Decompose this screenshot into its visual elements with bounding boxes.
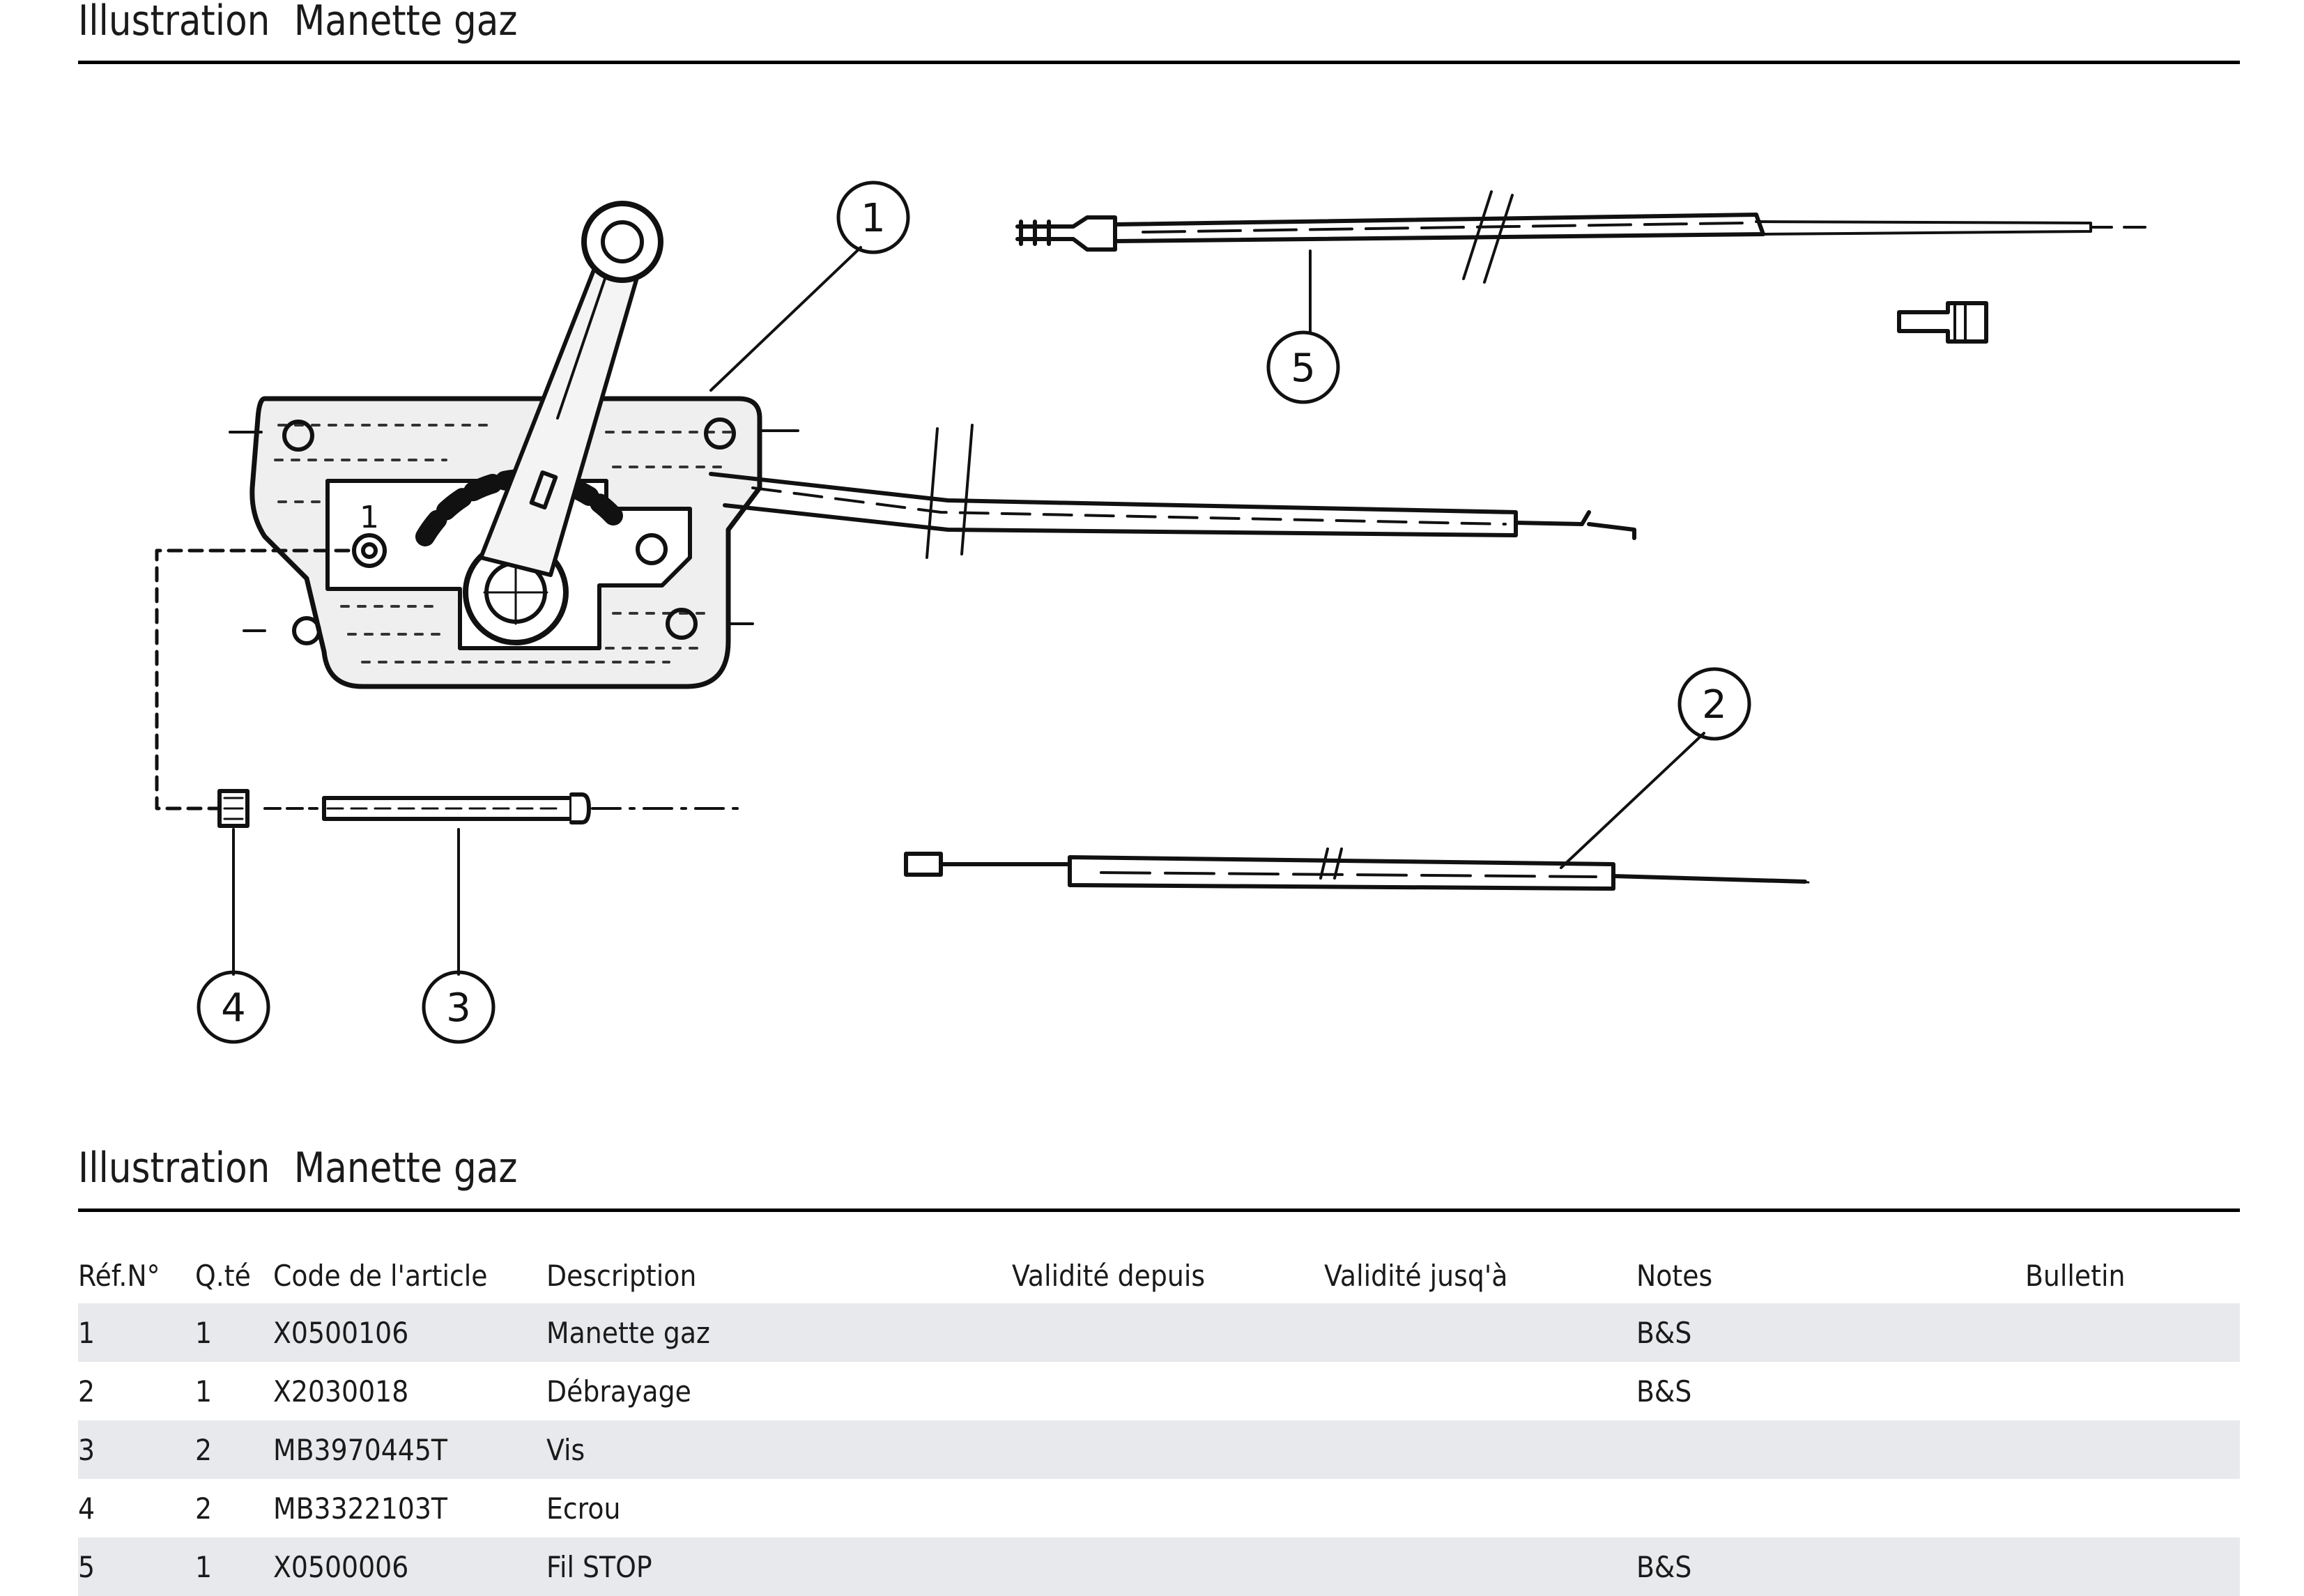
cell-valid-from bbox=[1012, 1362, 1324, 1420]
parts-list-title: Illustration Manette gaz bbox=[78, 1147, 517, 1189]
col-code: Code de l'article bbox=[273, 1258, 488, 1293]
cell-code: X0500006 bbox=[273, 1549, 409, 1584]
cell-qty: 1 bbox=[195, 1374, 213, 1409]
cell-qty: 2 bbox=[195, 1491, 213, 1526]
cell-valid-from bbox=[1012, 1479, 1324, 1537]
cell-valid-to bbox=[1324, 1537, 1636, 1596]
col-qty: Q.té bbox=[195, 1258, 251, 1293]
title-part-name: Manette gaz bbox=[293, 0, 518, 45]
cell-ref: 4 bbox=[78, 1491, 95, 1526]
parts-table: Réf.N° Q.té Code de l'article Descriptio… bbox=[78, 1248, 2240, 1596]
title-divider bbox=[78, 61, 2240, 64]
cell-qty: 1 bbox=[195, 1315, 213, 1350]
cell-bulletin bbox=[2025, 1303, 2240, 1362]
table-row: 2 1 X2030018 Débrayage B&S bbox=[78, 1362, 2240, 1420]
cell-notes bbox=[1636, 1479, 2025, 1537]
title-illustration: Illustration bbox=[78, 0, 270, 45]
cell-code: X2030018 bbox=[273, 1374, 409, 1409]
cell-valid-to bbox=[1324, 1362, 1636, 1420]
col-description: Description bbox=[546, 1258, 697, 1293]
cell-ref: 2 bbox=[78, 1374, 95, 1409]
cell-bulletin bbox=[2025, 1479, 2240, 1537]
cell-valid-from bbox=[1012, 1420, 1324, 1479]
col-ref: Réf.N° bbox=[78, 1258, 160, 1293]
cell-ref: 1 bbox=[78, 1315, 95, 1350]
title-part-name: Manette gaz bbox=[293, 1144, 518, 1192]
table-row: 1 1 X0500106 Manette gaz B&S bbox=[78, 1303, 2240, 1362]
title-divider bbox=[78, 1208, 2240, 1212]
cell-notes: B&S bbox=[1636, 1315, 1692, 1350]
cell-description: Vis bbox=[546, 1432, 585, 1467]
cell-code: MB3322103T bbox=[273, 1491, 447, 1526]
col-valid-from: Validité depuis bbox=[1012, 1258, 1206, 1293]
col-notes: Notes bbox=[1636, 1258, 1713, 1293]
title-illustration: Illustration bbox=[78, 1144, 270, 1192]
throttle-cable bbox=[709, 424, 1636, 559]
table-row: 3 2 MB3970445T Vis bbox=[78, 1420, 2240, 1479]
cell-bulletin bbox=[2025, 1537, 2240, 1596]
nut bbox=[217, 789, 249, 828]
stop-wire bbox=[1015, 190, 2158, 344]
col-valid-to: Validité jusq'à bbox=[1324, 1258, 1508, 1293]
cell-notes bbox=[1636, 1420, 2025, 1479]
cell-notes: B&S bbox=[1636, 1549, 1692, 1584]
callout-3-label: 3 bbox=[446, 985, 471, 1031]
exploded-parts-diagram: 1 2 3 4 5 1 bbox=[155, 181, 2158, 1044]
cell-ref: 3 bbox=[78, 1432, 95, 1467]
cell-valid-from bbox=[1012, 1303, 1324, 1362]
callout-1-label: 1 bbox=[861, 196, 886, 241]
clutch-cable bbox=[904, 847, 1810, 891]
table-row: 4 2 MB3322103T Ecrou bbox=[78, 1479, 2240, 1537]
cell-description: Fil STOP bbox=[546, 1549, 652, 1584]
cell-notes: B&S bbox=[1636, 1374, 1692, 1409]
handle-position-mark: 1 bbox=[360, 500, 379, 535]
cell-description: Débrayage bbox=[546, 1374, 691, 1409]
cell-bulletin bbox=[2025, 1420, 2240, 1479]
cell-valid-to bbox=[1324, 1420, 1636, 1479]
cell-valid-to bbox=[1324, 1479, 1636, 1537]
cell-code: MB3970445T bbox=[273, 1432, 447, 1467]
table-row: 5 1 X0500006 Fil STOP B&S bbox=[78, 1537, 2240, 1596]
callout-5-label: 5 bbox=[1291, 346, 1316, 391]
col-bulletin: Bulletin bbox=[2025, 1258, 2126, 1293]
callout-2-label: 2 bbox=[1702, 682, 1727, 728]
cell-bulletin bbox=[2025, 1362, 2240, 1420]
cell-description: Manette gaz bbox=[546, 1315, 710, 1350]
cell-qty: 2 bbox=[195, 1432, 213, 1467]
callout-4-label: 4 bbox=[221, 985, 246, 1031]
cell-valid-from bbox=[1012, 1537, 1324, 1596]
cell-ref: 5 bbox=[78, 1549, 95, 1584]
cell-code: X0500106 bbox=[273, 1315, 409, 1350]
page-title: Illustration Manette gaz bbox=[78, 0, 517, 42]
throttle-lever bbox=[479, 201, 663, 577]
cell-valid-to bbox=[1324, 1303, 1636, 1362]
cell-description: Ecrou bbox=[546, 1491, 621, 1526]
screw bbox=[263, 792, 740, 824]
table-header-row: Réf.N° Q.té Code de l'article Descriptio… bbox=[78, 1248, 2240, 1303]
cell-qty: 1 bbox=[195, 1549, 213, 1584]
